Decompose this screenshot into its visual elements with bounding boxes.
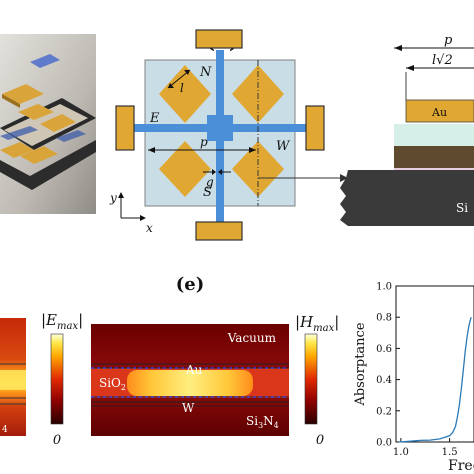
panel-a-render — [0, 34, 96, 214]
chart-series-line — [398, 317, 472, 443]
chart-y-tick-label: 0.0 — [376, 438, 392, 449]
e-label-vacuum: Vacuum — [227, 331, 277, 345]
label-north: N — [199, 65, 212, 80]
axis-y-label: y — [109, 191, 117, 205]
layer-w — [394, 146, 474, 168]
chart-x-tick-label: 1.5 — [442, 447, 458, 458]
render-frame-bottom — [0, 140, 96, 190]
d-colorbar-label: |Emax| — [41, 311, 83, 332]
panel-b-schematic: (b) l p g — [109, 29, 348, 241]
chart-y-tick-label: 0.8 — [376, 313, 392, 324]
chart-frame — [395, 285, 474, 443]
chart-ylabel: Absorptance — [353, 322, 368, 406]
label-west: W — [276, 139, 291, 154]
render-pad-5 — [20, 146, 58, 164]
render-pad-3 — [40, 114, 76, 132]
dim-l-line — [167, 69, 191, 89]
e-label-sio2: SiO2 — [99, 376, 126, 392]
render-pad-1 — [2, 84, 44, 104]
diamond-nw — [159, 65, 211, 123]
h-field-hotspot — [127, 370, 253, 396]
axis-x-label: x — [146, 221, 153, 235]
label-south: S — [203, 185, 212, 200]
d-colorbar-min: 0 — [53, 433, 61, 448]
dim-p-label-c: p — [444, 33, 453, 48]
e-colorbar-label: |Hmax| — [295, 313, 339, 334]
panel-c-layers: p l√2 Au Si — [340, 33, 474, 226]
render-pad-4 — [0, 142, 34, 158]
label-east: E — [149, 111, 160, 126]
absorptance-chart: Absorptance Freq 0.0 0.2 0.4 0.6 0.8 1.0 1.0 1… — [353, 282, 474, 474]
pad-north — [195, 29, 243, 49]
render-rail-2 — [0, 126, 38, 140]
e-colorbar-min: 0 — [316, 433, 324, 448]
dim-l-label: l — [180, 81, 184, 95]
chart-y-tick-label: 0.6 — [376, 344, 392, 355]
cross-section-substrate — [340, 170, 474, 226]
e-label-au: Au — [185, 363, 203, 377]
render-pad-2 — [18, 104, 54, 120]
pad-south — [195, 221, 243, 241]
layer-au — [405, 99, 474, 123]
render-rail-1 — [30, 54, 60, 68]
rail-crossing — [207, 115, 233, 141]
dim-g-label: g — [206, 175, 214, 189]
pad-east-side — [305, 105, 325, 151]
diamond-sw — [159, 141, 211, 197]
d-vacuum-fragment — [1, 323, 4, 334]
panel-e-label: (e) — [176, 274, 205, 295]
d-sub-fragment: 4 — [2, 425, 8, 435]
layer-sio2 — [394, 124, 474, 146]
diamond-se — [232, 141, 284, 197]
cut-arrow-head — [340, 174, 348, 182]
e-field-hotspot — [0, 370, 26, 390]
chart-y-tick-label: 0.4 — [376, 375, 392, 386]
dim-p-label: p — [200, 135, 208, 149]
render-rail-3 — [56, 130, 86, 142]
panel-d-field-map: 4 |Emax| 0 — [0, 311, 83, 448]
panel-e-field-map: (e) Vacuum Au SiO2 W Si3N4 |Hmax| 0 — [91, 274, 339, 448]
dim-lsqrt2-label: l√2 — [432, 53, 453, 68]
e-label-si3n4: Si3N4 — [246, 414, 279, 430]
layer-au-label: Au — [431, 106, 447, 119]
chart-xlabel: Freq — [448, 458, 474, 474]
e-colorbar — [304, 333, 318, 425]
chart-y-tick-label: 0.2 — [376, 406, 392, 417]
chart-y-tick-label: 1.0 — [376, 282, 392, 293]
pad-west-side — [115, 105, 135, 151]
e-label-w: W — [182, 401, 195, 415]
d-colorbar — [50, 333, 64, 425]
substrate-cut-label: Si — [456, 201, 468, 215]
chart-x-tick-label: 1.0 — [393, 447, 409, 458]
